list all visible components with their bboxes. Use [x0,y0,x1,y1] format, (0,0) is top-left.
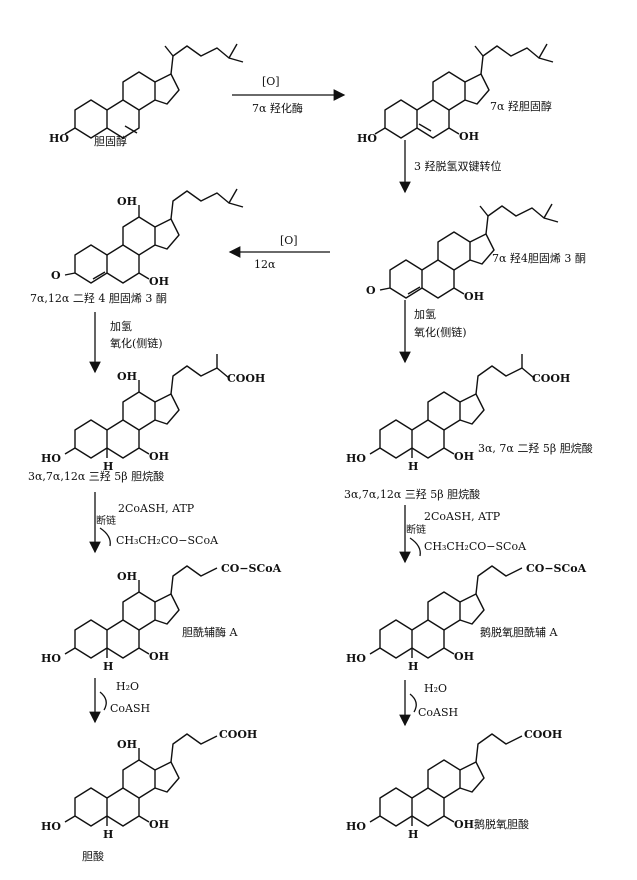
dihydroxy-cholestenone-label: 7α,12α 二羟 4 胆固烯 3 酮 [30,291,167,305]
dihydroxy-cholestenone-structure: O OH OH [51,188,244,288]
cholesterol-label: 胆固醇 [94,134,127,148]
hydrogen-label: H [408,660,418,673]
hydroxyl-label: OH [149,818,169,831]
side-arrow-left [99,527,111,547]
reaction-label-propionyl-coa: CH₃CH₂CO−SCoA [116,534,219,547]
7a-hydroxy-cholestenone-label: 7α 羟4胆固烯 3 酮 [492,251,586,265]
hydroxyl-label: OH [464,290,484,303]
hydroxyl-label: OH [454,818,474,831]
hydroxyl-label: OH [117,570,137,583]
coa-thioester-label: CO−SCoA [526,562,587,575]
reaction-label-water: H₂O [116,680,139,693]
reaction-label-12a: 12α [254,258,276,271]
reaction-label-side-chain-oxidation: 氧化(侧链) [414,325,467,339]
trihydroxy-cholanoic-acid-structure: HO OH OH H COOH [41,354,265,473]
hydroxyl-label: OH [149,450,169,463]
carboxyl-label: COOH [219,728,257,741]
7a-hydroxycholesterol-structure: HO OH [357,43,554,145]
reaction-label-cleavage: 断链 [96,514,116,527]
cholyl-coa-label: 胆酰辅酶 A [182,625,238,639]
hydroxyl-label: OH [454,450,474,463]
hydrogen-label: H [408,828,418,841]
cholesterol-structure: HO [49,43,244,145]
side-arrow-left [99,691,107,711]
chenodeoxycholic-acid-structure: HO OH H COOH [346,728,562,841]
reaction-label-oxygen: [O] [280,234,298,247]
cholic-acid-structure: HO OH OH H COOH [41,728,257,841]
reaction-label-propionyl-coa: CH₃CH₂CO−SCoA [424,540,527,553]
hydroxyl-label: HO [346,452,366,465]
7a-hydroxy-cholestenone-structure: O OH [366,203,559,303]
ketone-label: O [366,284,376,297]
hydroxyl-label: HO [346,652,366,665]
hydroxyl-label: OH [459,130,479,143]
chenodeoxycholyl-coa-label: 鹅脱氧胆酰辅 A [480,625,558,639]
dihydroxy-acid-right-label: 3α, 7α 二羟 5β 胆烷酸 [478,441,593,455]
hydrogen-label: H [103,660,113,673]
trihydroxy-acid-mid-label: 3α,7α,12α 三羟 5β 胆烷酸 [344,487,480,501]
hydroxyl-label: HO [49,132,69,145]
hydroxyl-label: OH [149,650,169,663]
carboxyl-label: COOH [227,372,265,385]
reaction-label-coash-atp: 2CoASH, ATP [424,510,501,523]
hydroxyl-label: OH [117,195,137,208]
hydroxyl-label: OH [117,738,137,751]
hydroxyl-label: HO [346,820,366,833]
hydroxyl-label: OH [149,275,169,288]
carboxyl-label: COOH [532,372,570,385]
hydroxyl-label: HO [357,132,377,145]
reaction-label-cleavage: 断链 [406,523,426,536]
reaction-label-7a-hydroxylase: 7α 羟化酶 [252,101,303,115]
cholic-acid-label: 胆酸 [82,849,104,863]
hydroxyl-label: HO [41,820,61,833]
reaction-label-coash-atp: 2CoASH, ATP [118,502,195,515]
reaction-label-oxygen: [O] [262,75,280,88]
reaction-label-hydrogenation: 加氢 [110,319,132,333]
hydrogen-label: H [103,828,113,841]
cholyl-coa-structure: HO OH OH H CO−SCoA [41,562,282,673]
ketone-label: O [51,269,61,282]
hydroxyl-label: HO [41,452,61,465]
side-arrow-right [409,537,421,557]
hydrogen-label: H [408,460,418,473]
trihydroxy-acid-left-label: 3α,7α,12α 三羟 5β 胆烷酸 [28,469,164,483]
reaction-label-dehydrogenation: 3 羟脱氢双键转位 [414,159,502,173]
carboxyl-label: COOH [524,728,562,741]
dihydroxy-cholanoic-acid-structure: HO OH H COOH [346,354,570,473]
reaction-label-water: H₂O [424,682,447,695]
7a-hydroxycholesterol-label: 7α 羟胆固醇 [490,99,552,113]
hydrogen-label: H [103,460,113,473]
chenodeoxycholic-acid-label: 鹅脱氧胆酸 [474,817,529,831]
side-arrow-right [409,693,417,713]
coa-thioester-label: CO−SCoA [221,562,282,575]
reaction-label-coash: CoASH [418,706,458,719]
reaction-label-side-chain-oxidation: 氧化(侧链) [110,336,163,350]
reaction-label-coash: CoASH [110,702,150,715]
reaction-label-hydrogenation: 加氢 [414,307,436,321]
chenodeoxycholyl-coa-structure: HO OH H CO−SCoA [346,562,587,673]
hydroxyl-label: OH [454,650,474,663]
hydroxyl-label: HO [41,652,61,665]
hydroxyl-label: OH [117,370,137,383]
